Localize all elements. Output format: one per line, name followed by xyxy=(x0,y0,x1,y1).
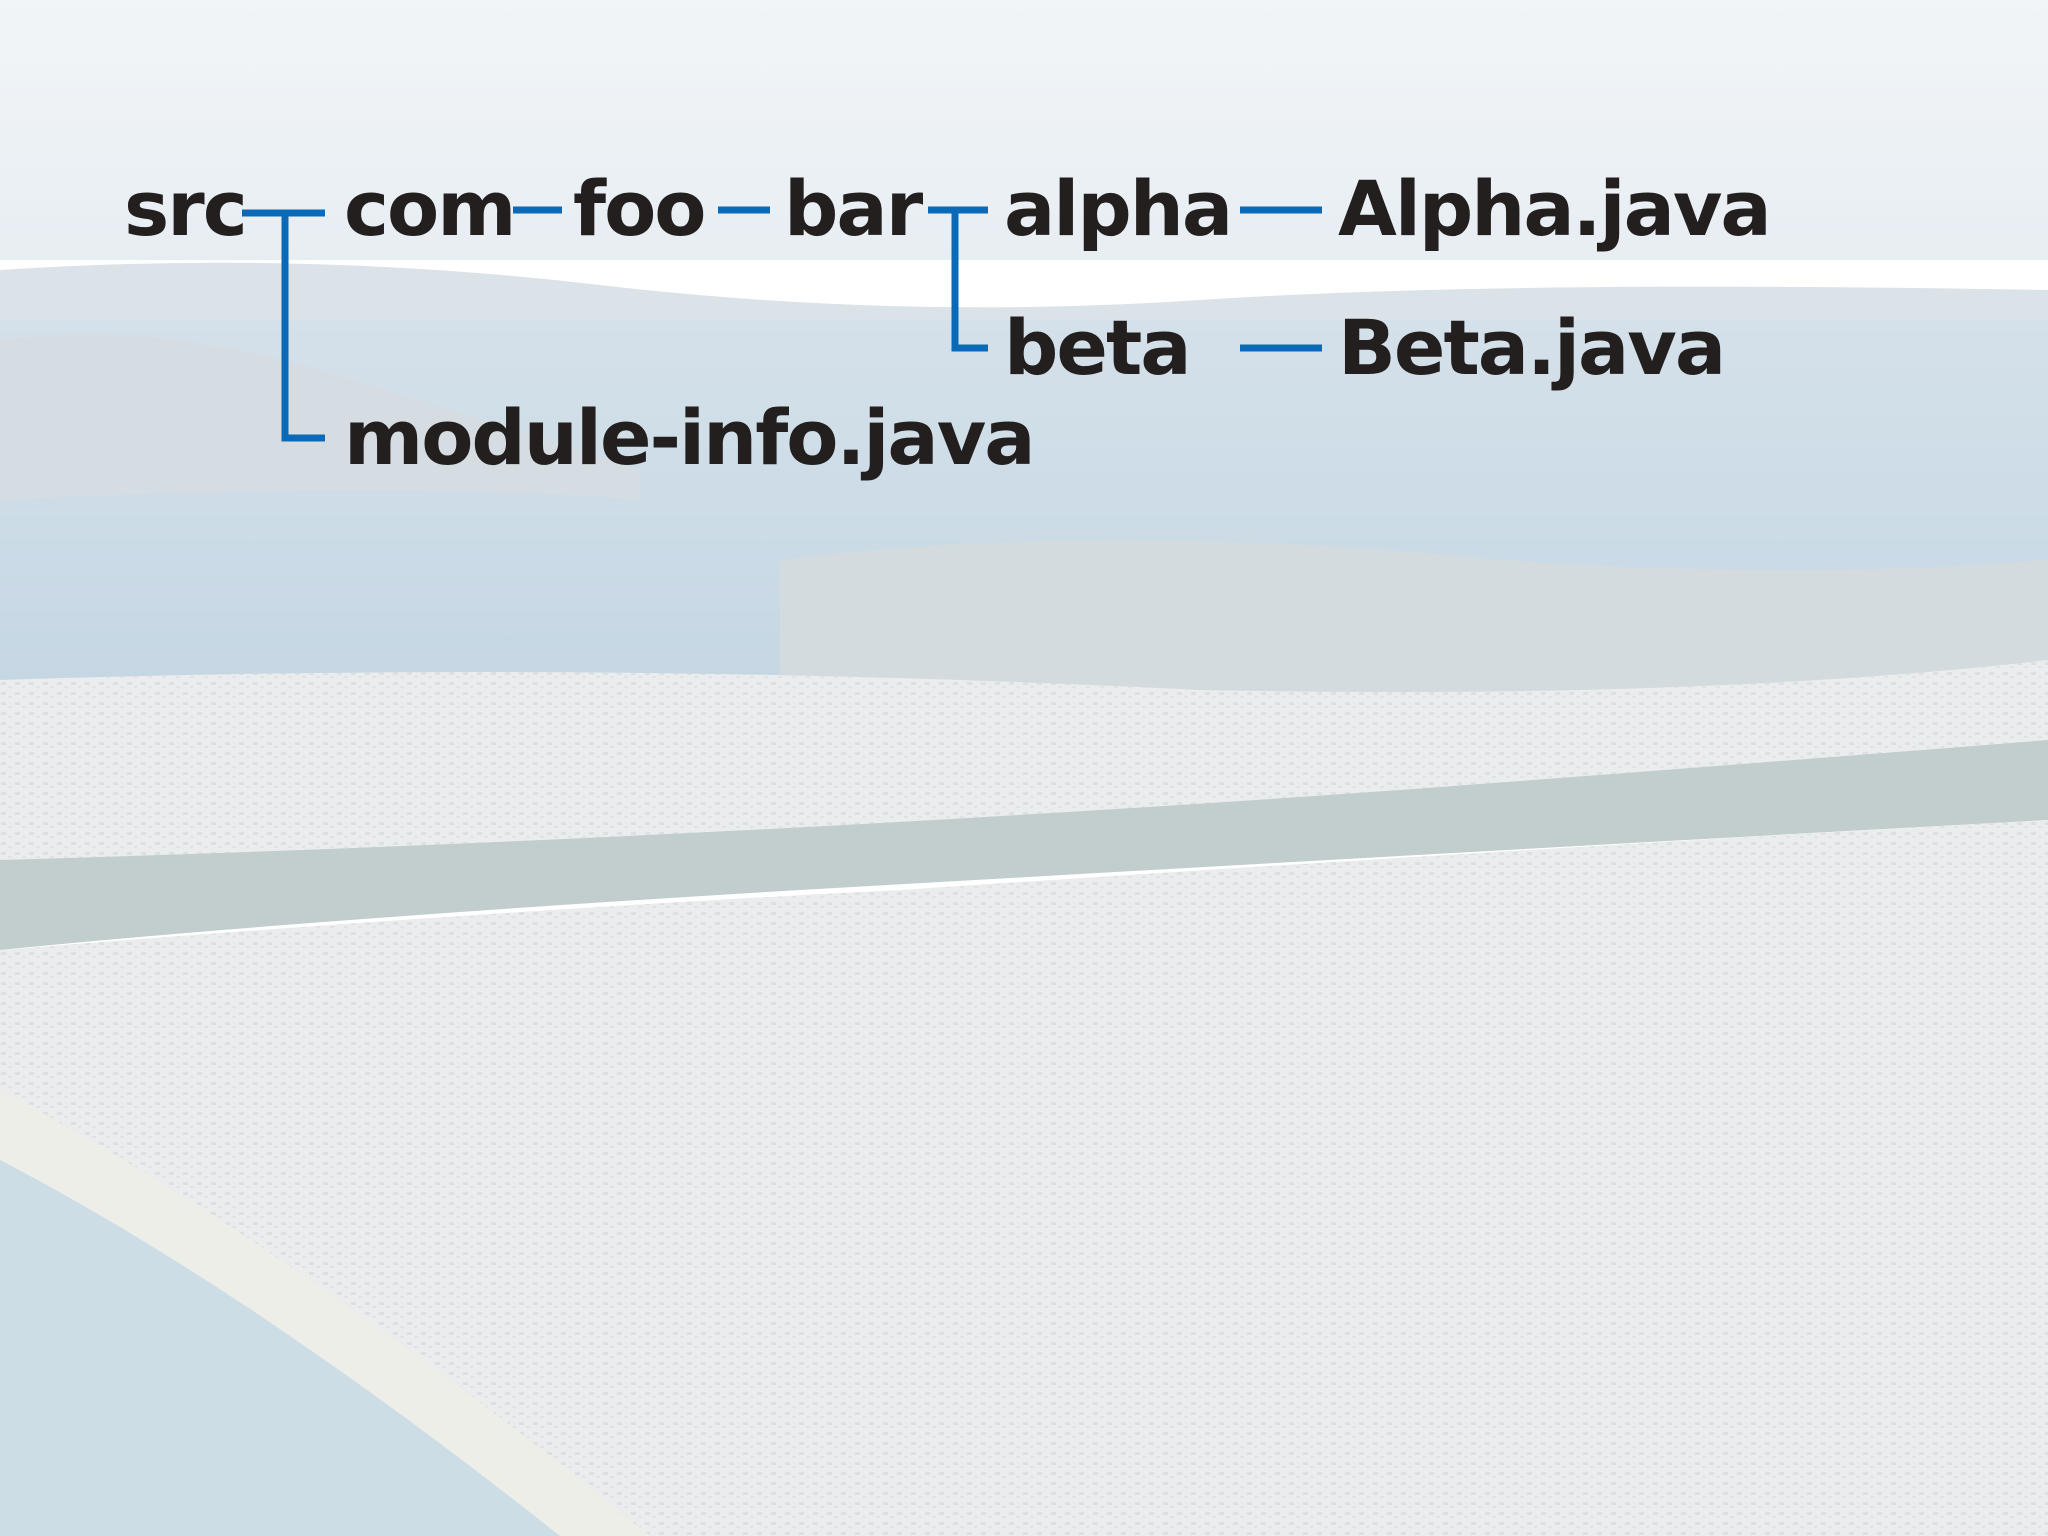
node-alpha: alpha xyxy=(1004,164,1233,253)
beach xyxy=(0,1090,650,1536)
sky xyxy=(0,0,2048,260)
far-hills xyxy=(0,262,2048,330)
node-beta-java: Beta.java xyxy=(1338,303,1726,392)
presidio-hill xyxy=(780,540,2048,700)
node-src: src xyxy=(124,164,248,253)
node-module-info-java: module-info.java xyxy=(344,393,1036,482)
park-strip xyxy=(0,740,2048,950)
city-grid-south xyxy=(0,820,2048,1536)
headland xyxy=(0,334,640,500)
node-foo: foo xyxy=(573,164,706,253)
node-beta: beta xyxy=(1004,303,1192,392)
connector-src-module xyxy=(281,213,325,442)
node-com: com xyxy=(344,164,516,253)
ocean xyxy=(0,1160,560,1536)
connector-bar-beta xyxy=(951,210,988,352)
node-alpha-java: Alpha.java xyxy=(1338,164,1772,253)
node-bar: bar xyxy=(784,164,923,253)
